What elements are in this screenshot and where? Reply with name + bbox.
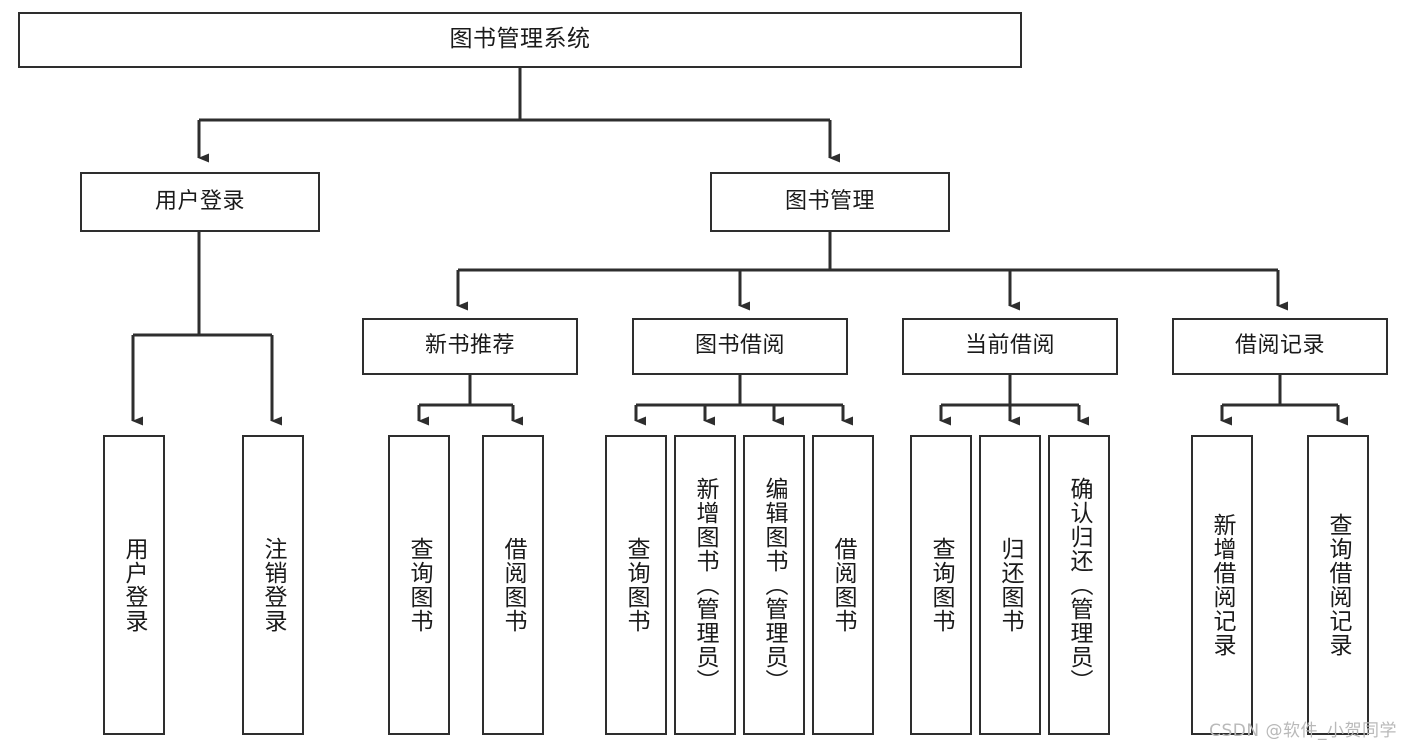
- node-user-login-label: 用户登录: [154, 188, 245, 214]
- leaf-borrow-book-new-label: 借阅图书: [500, 537, 527, 633]
- leaf-add-book-admin[interactable]: 新增图书（管理员）: [674, 435, 736, 735]
- leaf-query-book-borrow-label: 查询图书: [623, 537, 650, 633]
- leaf-borrow-book-new[interactable]: 借阅图书: [482, 435, 544, 735]
- leaf-add-book-admin-label: 新增图书（管理员）: [692, 477, 719, 693]
- watermark: CSDN @软件_小贺同学: [1209, 721, 1397, 741]
- leaf-query-book-current-label: 查询图书: [928, 537, 955, 633]
- leaf-logout-label: 注销登录: [260, 537, 287, 633]
- leaf-borrow-book-borrow-label: 借阅图书: [830, 537, 857, 633]
- node-book-management-label: 图书管理: [784, 188, 875, 214]
- node-borrow-record-label: 借阅记录: [1234, 333, 1325, 359]
- leaf-confirm-return-admin-label: 确认归还（管理员）: [1066, 477, 1093, 693]
- node-root[interactable]: 图书管理系统: [18, 12, 1022, 68]
- leaf-edit-book-admin[interactable]: 编辑图书（管理员）: [743, 435, 805, 735]
- leaf-return-book[interactable]: 归还图书: [979, 435, 1041, 735]
- leaf-logout[interactable]: 注销登录: [242, 435, 304, 735]
- node-current-borrow[interactable]: 当前借阅: [902, 318, 1118, 375]
- leaf-query-borrow-record[interactable]: 查询借阅记录: [1307, 435, 1369, 735]
- node-borrow-record[interactable]: 借阅记录: [1172, 318, 1388, 375]
- node-user-login[interactable]: 用户登录: [80, 172, 320, 232]
- leaf-query-borrow-record-label: 查询借阅记录: [1325, 513, 1352, 657]
- node-book-borrow[interactable]: 图书借阅: [632, 318, 848, 375]
- node-new-book-recommend[interactable]: 新书推荐: [362, 318, 578, 375]
- leaf-return-book-label: 归还图书: [997, 537, 1024, 633]
- node-book-management[interactable]: 图书管理: [710, 172, 950, 232]
- leaf-borrow-book-borrow[interactable]: 借阅图书: [812, 435, 874, 735]
- leaf-query-book-new-label: 查询图书: [406, 537, 433, 633]
- leaf-add-borrow-record-label: 新增借阅记录: [1209, 513, 1236, 657]
- leaf-user-login[interactable]: 用户登录: [103, 435, 165, 735]
- leaf-confirm-return-admin[interactable]: 确认归还（管理员）: [1048, 435, 1110, 735]
- leaf-user-login-label: 用户登录: [121, 537, 148, 633]
- node-root-label: 图书管理系统: [449, 26, 591, 53]
- node-new-book-recommend-label: 新书推荐: [424, 333, 515, 359]
- leaf-add-borrow-record[interactable]: 新增借阅记录: [1191, 435, 1253, 735]
- leaf-query-book-current[interactable]: 查询图书: [910, 435, 972, 735]
- leaf-edit-book-admin-label: 编辑图书（管理员）: [761, 477, 788, 693]
- leaf-query-book-new[interactable]: 查询图书: [388, 435, 450, 735]
- node-book-borrow-label: 图书借阅: [694, 333, 785, 359]
- node-current-borrow-label: 当前借阅: [964, 333, 1055, 359]
- leaf-query-book-borrow[interactable]: 查询图书: [605, 435, 667, 735]
